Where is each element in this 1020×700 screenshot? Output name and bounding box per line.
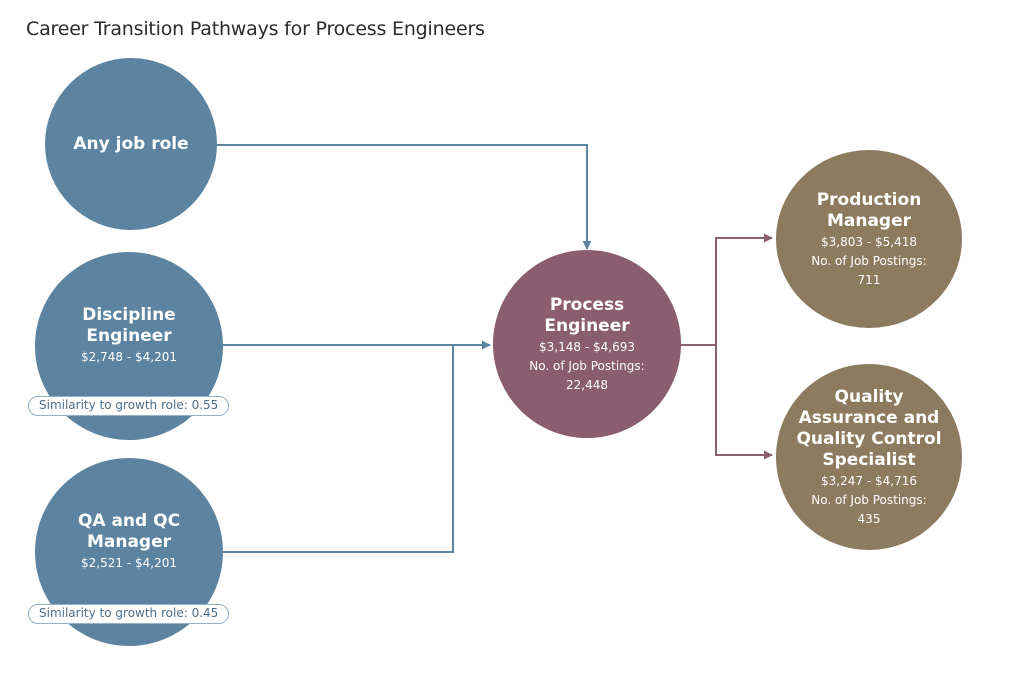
node-qa-qc-specialist: Quality Assurance and Quality Control Sp…	[776, 364, 962, 550]
job-postings-count: 22,448	[566, 377, 608, 392]
node-name-line: Assurance and	[798, 407, 940, 428]
node-name-line: Quality	[834, 386, 904, 407]
job-postings-label: No. of Job Postings:	[811, 492, 927, 507]
salary-range: $3,247 - $4,716	[821, 473, 917, 488]
node-name-line: Discipline	[82, 304, 176, 325]
node-name: Any job role	[73, 133, 189, 154]
arrow-any-role-to-growth	[214, 144, 592, 250]
node-name-line: Engineer	[86, 325, 172, 346]
similarity-badge: Similarity to growth role: 0.45	[28, 604, 230, 624]
salary-range: $2,748 - $4,201	[81, 349, 177, 364]
arrow-qaqc-to-growth	[222, 345, 454, 553]
job-postings-count: 711	[857, 272, 881, 287]
node-process-engineer: Process Engineer $3,148 - $4,693 No. of …	[493, 250, 681, 438]
node-any-job-role: Any job role	[45, 58, 217, 230]
node-production-manager: Production Manager $3,803 - $5,418 No. o…	[776, 150, 962, 328]
similarity-badge: Similarity to growth role: 0.55	[28, 396, 230, 416]
node-name-line: Manager	[826, 210, 912, 231]
arrow-growth-to-qa-specialist	[715, 345, 773, 460]
node-name-line: Production	[816, 189, 922, 210]
node-name-line: QA and QC	[77, 510, 181, 531]
node-name-line: Manager	[86, 531, 172, 552]
salary-range: $2,521 - $4,201	[81, 555, 177, 570]
node-name-line: Engineer	[544, 315, 630, 336]
job-postings-label: No. of Job Postings:	[529, 358, 645, 373]
diagram-title: Career Transition Pathways for Process E…	[26, 18, 485, 40]
job-postings-label: No. of Job Postings:	[811, 253, 927, 268]
salary-range: $3,148 - $4,693	[539, 339, 635, 354]
salary-range: $3,803 - $5,418	[821, 234, 917, 249]
node-name-line: Quality Control	[796, 428, 942, 449]
node-name-line: Specialist	[822, 449, 916, 470]
job-postings-count: 435	[857, 511, 881, 526]
arrow-growth-to-production	[680, 233, 773, 346]
node-name-line: Process	[549, 294, 625, 315]
